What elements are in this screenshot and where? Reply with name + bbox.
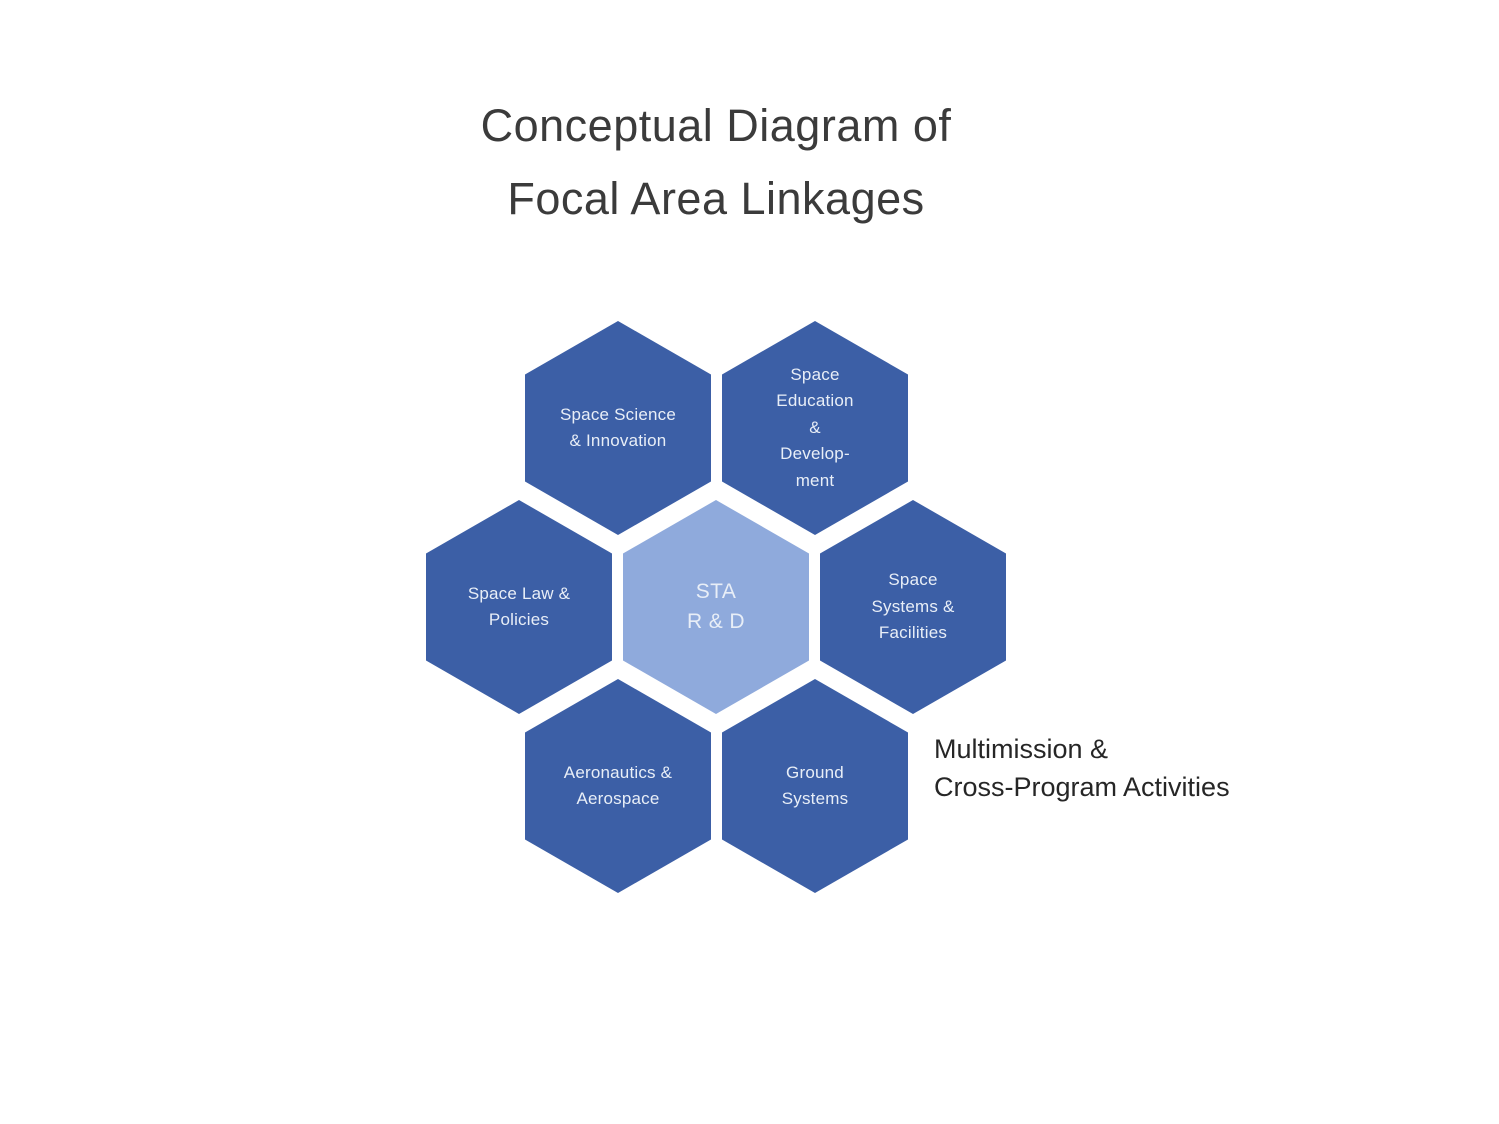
hexagon-space-education-development-label: Space Education & Develop- ment	[776, 365, 854, 490]
hexagon-sta-rd-core-label: STA R & D	[686, 579, 745, 633]
hexagon-aeronautics-aerospace-label: Aeronautics & Aerospace	[563, 762, 673, 808]
hexagon-aeronautics-aerospace: Aeronautics & Aerospace	[525, 679, 711, 893]
hexagon-space-education-development: Space Education & Develop- ment	[722, 321, 908, 535]
hexagon-sta-rd-core: STA R & D	[623, 500, 809, 714]
hexagon-space-science-innovation: Space Science & Innovation	[525, 321, 711, 535]
hexagon-ground-systems: Ground Systems	[722, 679, 908, 893]
hexagon-space-systems-facilities: Space Systems & Facilities	[820, 500, 1006, 714]
diagram-title: Conceptual Diagram of Focal Area Linkage…	[480, 100, 952, 224]
hexagon-space-science-innovation-label: Space Science & Innovation	[559, 404, 676, 450]
multimission-cross-program-annotation: Multimission & Cross-Program Activities	[934, 734, 1230, 802]
hexagon-space-systems-facilities-label: Space Systems & Facilities	[871, 570, 955, 643]
hexagon-space-law-policies: Space Law & Policies	[426, 500, 612, 714]
hexagon-space-law-policies-label: Space Law & Policies	[467, 583, 571, 629]
hexagon-ground-systems-label: Ground Systems	[781, 762, 849, 808]
